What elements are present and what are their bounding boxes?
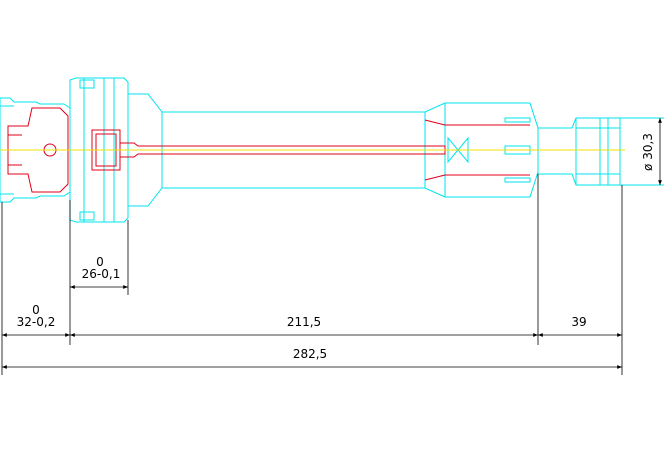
body-length-label: 211,5 xyxy=(287,315,321,329)
collar-tolerance-label: 0 xyxy=(96,255,104,269)
collar-flange xyxy=(69,77,129,223)
nut-length-label: 39 xyxy=(571,315,586,329)
section-view xyxy=(7,107,530,193)
total-length-label: 282,5 xyxy=(293,347,327,361)
dimension-lines xyxy=(1,118,662,375)
taper-bore-section xyxy=(7,107,69,193)
collar-width-label: 26-0,1 xyxy=(82,267,121,281)
nut-diameter-label: ø 30,3 xyxy=(641,133,655,171)
taper-length-label: 32-0,2 xyxy=(17,315,56,329)
taper-tolerance-label: 0 xyxy=(32,303,40,317)
